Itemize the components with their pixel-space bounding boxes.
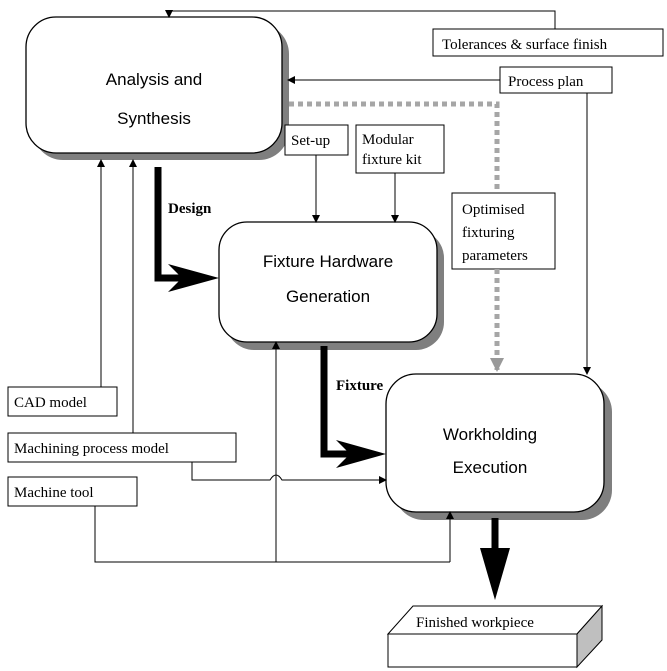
optimised-flow-arrow [289,101,504,372]
connectors [94,10,591,563]
fixture-generation-label-line2: Generation [286,287,370,306]
optimised-label-line2: fixturing [462,225,515,241]
optimised-label-line3: parameters [462,248,528,264]
machining-process-model-box: Machining process model [7,432,237,463]
analysis-label-line2: Synthesis [117,109,191,128]
analysis-synthesis-box: Analysis and Synthesis [25,16,289,160]
optimised-parameters-box: Optimised fixturing parameters [451,192,556,270]
machining-model-label: Machining process model [14,441,169,457]
modular-label-line1: Modular [362,132,414,148]
fixture-generation-box: Fixture Hardware Generation [218,221,444,350]
cad-model-label: CAD model [14,395,87,411]
tolerances-label: Tolerances & surface finish [442,37,608,53]
design-flow-arrow [154,167,219,292]
machine-tool-label: Machine tool [14,485,94,501]
workholding-label-line1: Workholding [443,425,537,444]
modular-label-line2: fixture kit [362,152,422,168]
design-edge-label: Design [168,201,212,217]
fixture-generation-label-line1: Fixture Hardware [263,252,393,271]
fixture-edge-label: Fixture [336,378,384,394]
workholding-execution-box: Workholding Execution [385,373,612,520]
output-flow-arrow [480,518,510,600]
cad-model-box: CAD model [7,386,118,417]
workholding-label-line2: Execution [453,458,528,477]
process-plan-label: Process plan [508,74,584,90]
tolerances-box: Tolerances & surface finish [432,28,664,57]
setup-label: Set-up [291,133,330,149]
finished-workpiece-label: Finished workpiece [416,615,534,631]
machine-tool-box: Machine tool [7,476,138,507]
optimised-label-line1: Optimised [462,202,525,218]
modular-fixture-kit-box: Modular fixture kit [355,124,445,174]
machine-tool-base-line [94,506,450,563]
finished-workpiece-block: Finished workpiece [386,604,604,669]
machining-to-workholding-arrow [191,462,387,484]
process-plan-box: Process plan [499,66,613,94]
tolerances-to-analysis-arrow [165,10,556,29]
setup-box: Set-up [284,124,349,156]
fixture-flow-arrow [320,346,386,468]
analysis-label-line1: Analysis and [106,70,202,89]
